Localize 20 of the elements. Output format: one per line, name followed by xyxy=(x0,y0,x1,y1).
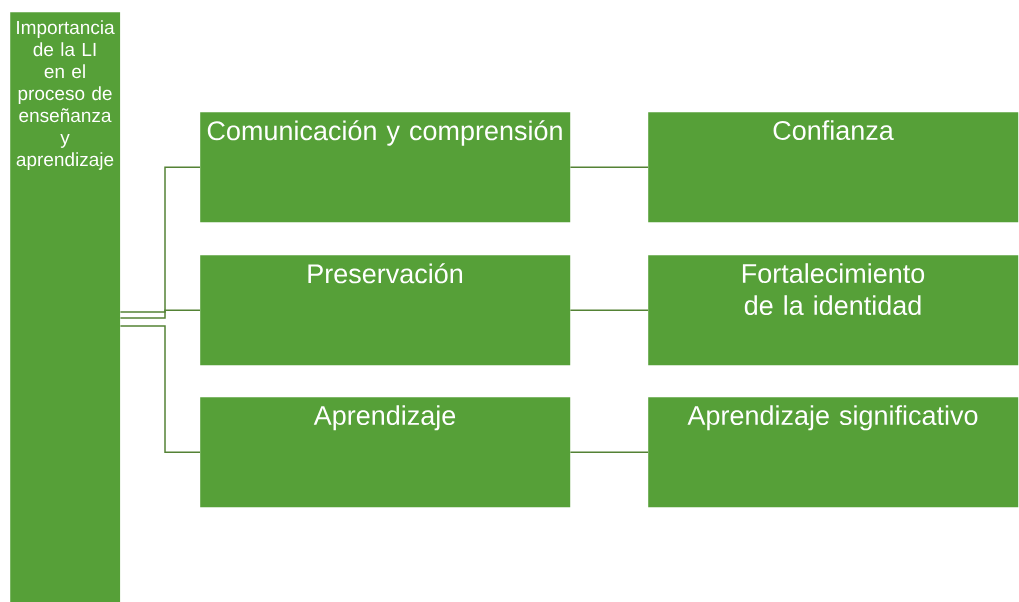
connector-line xyxy=(119,166,201,313)
concept-box xyxy=(200,112,571,223)
node-label: Comunicación y comprensión xyxy=(207,120,562,146)
concept-box xyxy=(648,255,1019,366)
connector-line xyxy=(119,309,201,319)
connector-line xyxy=(569,451,649,453)
node-label: Preservación xyxy=(308,263,463,284)
concept-box xyxy=(648,397,1019,508)
node-label: Aprendizaje significativo xyxy=(687,405,978,431)
concept-box xyxy=(200,255,571,366)
connector-line xyxy=(119,325,201,453)
concept-box xyxy=(648,112,1019,223)
connector-line xyxy=(569,309,649,311)
node-label: Aprendizaje xyxy=(313,405,456,431)
concept-box xyxy=(200,397,571,508)
connector-line xyxy=(569,166,649,168)
topic-box xyxy=(10,12,121,602)
node-label: Fortalecimiento de la identidad xyxy=(742,263,925,316)
node-label: Importancia de la LI en el proceso de enseñanza y aprendizaje xyxy=(16,20,115,170)
node-label: Confianza xyxy=(773,120,894,141)
